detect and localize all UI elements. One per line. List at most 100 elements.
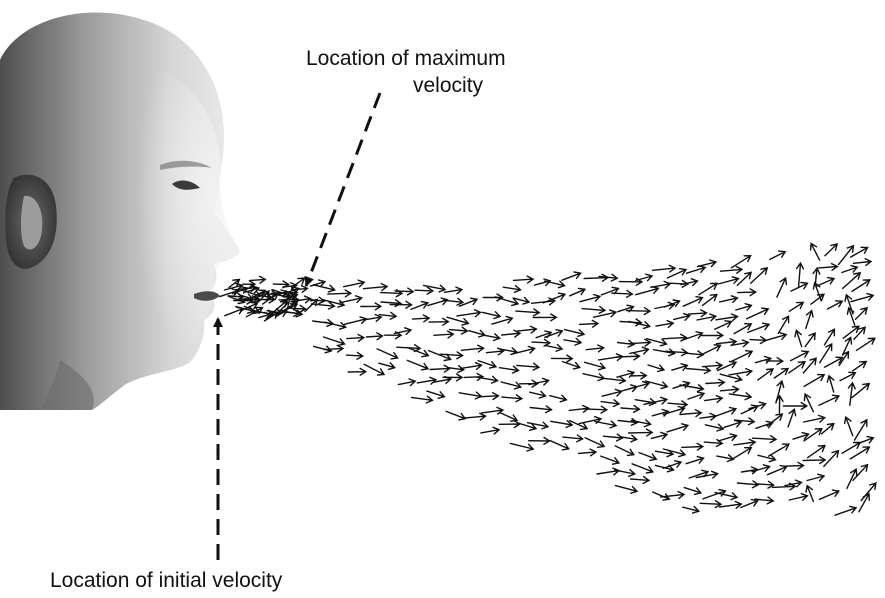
velocity-arrow — [313, 285, 334, 292]
velocity-arrow — [720, 502, 742, 509]
velocity-arrow — [672, 364, 688, 371]
velocity-arrow — [827, 376, 834, 392]
velocity-arrow — [716, 314, 738, 321]
velocity-arrow — [701, 345, 720, 355]
max-velocity-label-line2: velocity — [413, 73, 483, 99]
velocity-arrow — [379, 363, 395, 370]
velocity-arrow — [803, 358, 816, 373]
head-profile-illustration — [0, 13, 240, 410]
velocity-arrow — [324, 337, 345, 345]
velocity-arrow — [565, 330, 584, 337]
velocity-arrow — [820, 344, 832, 363]
velocity-arrow — [415, 287, 433, 294]
velocity-arrow — [720, 296, 738, 303]
velocity-arrow — [686, 457, 703, 464]
velocity-arrow — [817, 278, 834, 287]
velocity-arrow — [803, 457, 825, 464]
velocity-arrow — [615, 470, 635, 477]
velocity-arrow — [755, 357, 770, 364]
velocity-arrow — [747, 308, 769, 319]
velocity-arrow — [484, 334, 500, 341]
velocity-arrow — [632, 464, 653, 473]
velocity-arrow — [741, 500, 758, 508]
velocity-arrow — [701, 332, 723, 339]
velocity-arrow — [586, 345, 603, 352]
velocity-arrow — [767, 414, 782, 426]
velocity-arrow — [795, 330, 802, 346]
velocity-arrow — [630, 347, 649, 354]
velocity-arrow — [737, 481, 758, 488]
velocity-arrow — [804, 415, 825, 422]
velocity-arrow — [463, 413, 485, 420]
velocity-arrow — [347, 335, 364, 342]
velocity-arrow — [811, 243, 820, 260]
velocity-arrow — [827, 301, 842, 309]
velocity-arrow — [585, 438, 604, 448]
velocity-arrow — [654, 349, 675, 356]
velocity-arrow — [718, 277, 738, 284]
velocity-arrow — [636, 287, 659, 295]
velocity-arrow — [411, 302, 428, 310]
velocity-arrow — [774, 369, 788, 378]
velocity-arrow — [853, 259, 871, 266]
velocity-arrow — [483, 294, 502, 301]
velocity-arrow — [417, 377, 436, 384]
velocity-arrow — [501, 382, 521, 389]
velocity-arrow — [729, 393, 751, 400]
velocity-arrow — [715, 321, 732, 329]
velocity-arrow — [848, 383, 855, 405]
velocity-arrow — [646, 381, 668, 389]
velocity-arrow — [428, 298, 448, 306]
velocity-arrow — [840, 372, 855, 380]
velocity-arrow — [582, 307, 605, 314]
velocity-arrow — [777, 278, 787, 297]
velocity-arrow — [602, 377, 625, 384]
velocity-arrow — [653, 265, 675, 272]
velocity-arrow — [703, 295, 717, 306]
velocity-arrow — [563, 362, 580, 369]
velocity-arrow — [502, 395, 522, 402]
velocity-arrow — [705, 396, 723, 403]
velocity-arrow — [429, 351, 451, 361]
velocity-arrow — [348, 368, 366, 375]
velocity-arrow — [674, 314, 690, 321]
velocity-arrow — [595, 421, 616, 428]
velocity-arrow — [724, 421, 741, 428]
velocity-arrow — [720, 374, 741, 382]
velocity-arrow — [807, 474, 824, 481]
velocity-arrow — [411, 396, 432, 403]
velocity-arrow — [361, 303, 381, 310]
velocity-arrow — [631, 420, 650, 427]
velocity-arrow — [552, 355, 573, 362]
velocity-arrow — [602, 389, 621, 396]
velocity-arrow — [856, 308, 868, 319]
velocity-arrow — [667, 269, 686, 278]
velocity-arrow — [367, 333, 383, 340]
velocity-arrow — [714, 408, 736, 417]
velocity-arrow — [430, 365, 450, 372]
velocity-arrow — [706, 379, 724, 386]
velocity-arrow — [751, 268, 768, 283]
velocity-arrow — [604, 434, 623, 441]
velocity-arrow — [758, 369, 773, 380]
velocity-arrow — [461, 345, 483, 352]
velocity-arrow — [461, 363, 482, 370]
velocity-arrow — [855, 420, 867, 440]
velocity-arrow — [381, 300, 401, 307]
velocity-arrow — [783, 403, 806, 410]
velocity-arrow — [529, 378, 549, 385]
velocity-arrow — [734, 439, 755, 446]
velocity-arrow — [789, 494, 807, 501]
velocity-arrow — [545, 345, 562, 352]
velocity-arrow — [517, 363, 539, 370]
velocity-arrow — [683, 507, 699, 514]
velocity-arrow — [718, 434, 736, 441]
velocity-arrow — [852, 384, 869, 398]
velocity-arrow — [811, 294, 824, 304]
velocity-arrow — [843, 273, 861, 289]
velocity-arrow — [499, 421, 520, 428]
velocity-arrow — [805, 333, 815, 347]
velocity-arrow — [503, 286, 520, 293]
velocity-arrow — [652, 410, 668, 417]
velocity-arrow — [824, 451, 839, 467]
